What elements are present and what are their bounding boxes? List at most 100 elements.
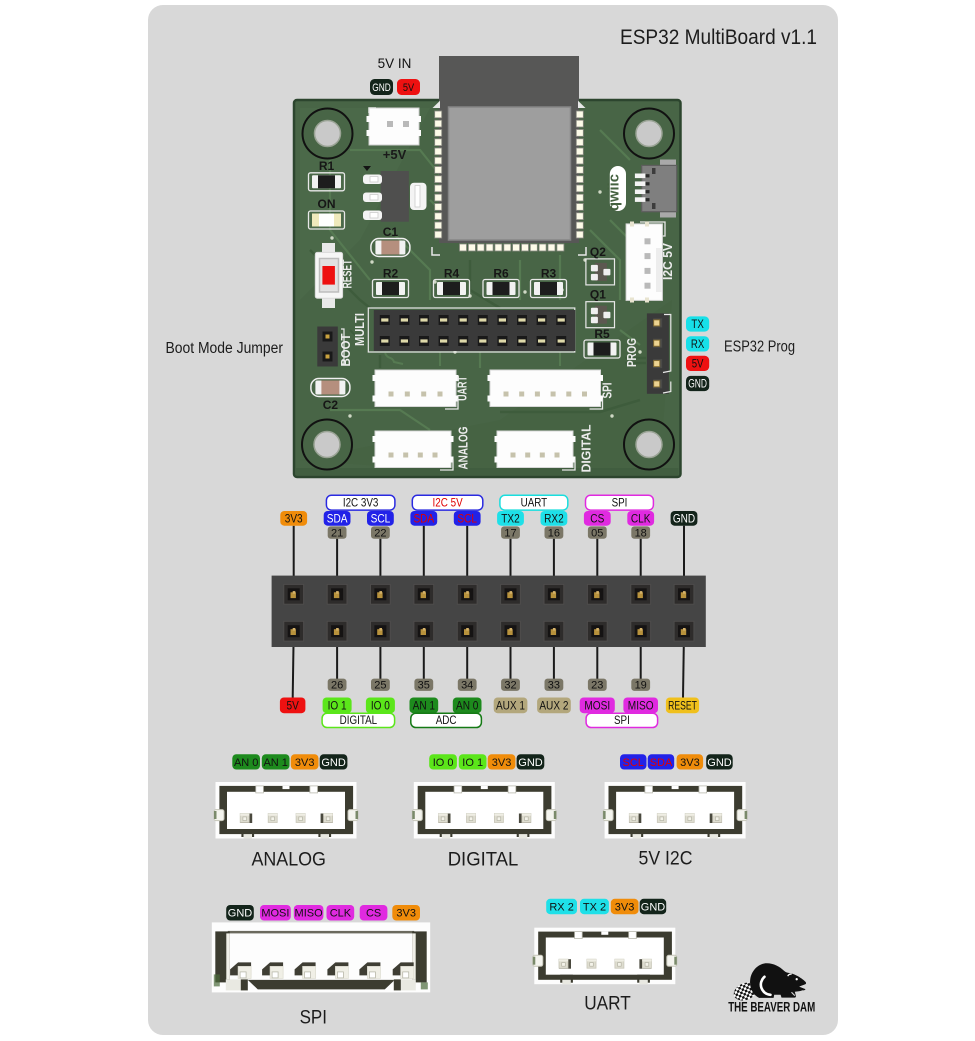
svg-text:RX 2: RX 2: [549, 902, 573, 914]
svg-text:IO 0: IO 0: [433, 757, 454, 769]
svg-text:GND: GND: [688, 379, 707, 391]
svg-text:CS: CS: [366, 908, 381, 920]
svg-text:UART: UART: [455, 376, 470, 401]
svg-text:GND: GND: [228, 908, 253, 920]
svg-text:RX: RX: [691, 339, 705, 351]
svg-text:05: 05: [591, 528, 603, 540]
svg-text:23: 23: [591, 680, 603, 692]
svg-text:I2C 5V: I2C 5V: [660, 243, 675, 280]
svg-text:AUX 1: AUX 1: [496, 699, 525, 713]
svg-text:5V: 5V: [692, 359, 704, 371]
svg-text:SDA: SDA: [413, 512, 434, 526]
svg-text:qwiic: qwiic: [606, 174, 622, 211]
svg-text:ANALOG: ANALOG: [456, 427, 471, 470]
svg-text:ANALOG: ANALOG: [251, 848, 326, 870]
svg-text:3V3: 3V3: [396, 908, 416, 920]
svg-text:R3: R3: [541, 267, 557, 281]
svg-text:3V3: 3V3: [615, 902, 635, 914]
svg-text:5V: 5V: [403, 82, 415, 94]
svg-text:IO 0: IO 0: [371, 699, 390, 713]
svg-text:25: 25: [374, 680, 386, 692]
svg-text:SDA: SDA: [327, 512, 348, 526]
svg-text:MULTI: MULTI: [352, 313, 367, 346]
svg-text:C1: C1: [383, 225, 399, 239]
svg-text:TX 2: TX 2: [583, 902, 606, 914]
svg-text:AN 1: AN 1: [413, 699, 436, 713]
svg-text:3V3: 3V3: [285, 512, 303, 526]
svg-text:17: 17: [504, 528, 516, 540]
svg-text:GND: GND: [321, 757, 346, 769]
svg-text:Q2: Q2: [590, 245, 606, 259]
svg-text:34: 34: [461, 680, 473, 692]
svg-text:I2C 5V: I2C 5V: [433, 496, 463, 510]
svg-text:SCL: SCL: [622, 757, 643, 769]
svg-text:SDA: SDA: [650, 757, 673, 769]
svg-text:26: 26: [331, 680, 343, 692]
svg-text:SPI: SPI: [614, 713, 630, 727]
svg-text:GND: GND: [518, 757, 543, 769]
svg-text:5V I2C: 5V I2C: [639, 848, 693, 870]
svg-text:BOOT: BOOT: [338, 333, 353, 366]
svg-text:AN 0: AN 0: [234, 757, 258, 769]
svg-text:R4: R4: [444, 267, 460, 281]
svg-text:GND: GND: [641, 902, 666, 914]
svg-text:TX2: TX2: [501, 512, 520, 526]
svg-text:MOSI: MOSI: [261, 908, 289, 920]
svg-text:MISO: MISO: [295, 908, 324, 920]
svg-text:C2: C2: [323, 398, 339, 412]
svg-text:PROG: PROG: [624, 338, 639, 367]
svg-text:UART: UART: [584, 993, 631, 1015]
svg-text:RX2: RX2: [544, 512, 564, 526]
svg-text:5V: 5V: [287, 699, 299, 713]
svg-text:AN 1: AN 1: [263, 757, 287, 769]
svg-text:5V IN: 5V IN: [378, 56, 412, 71]
svg-text:SPI: SPI: [600, 383, 615, 399]
svg-text:3V3: 3V3: [492, 757, 512, 769]
svg-text:R1: R1: [319, 159, 335, 173]
svg-text:IO 1: IO 1: [462, 757, 483, 769]
svg-text:GND: GND: [707, 757, 732, 769]
svg-text:35: 35: [418, 680, 430, 692]
svg-text:GND: GND: [372, 82, 391, 94]
svg-text:SCL: SCL: [457, 512, 477, 526]
svg-text:R2: R2: [383, 267, 399, 281]
svg-text:Boot Mode Jumper: Boot Mode Jumper: [166, 340, 284, 357]
svg-text:R6: R6: [493, 267, 509, 281]
svg-text:3V3: 3V3: [680, 757, 700, 769]
svg-text:18: 18: [635, 528, 647, 540]
svg-text:+5V: +5V: [383, 147, 407, 162]
svg-text:19: 19: [635, 680, 647, 692]
svg-text:IO 1: IO 1: [328, 699, 347, 713]
svg-text:CLK: CLK: [631, 512, 651, 526]
svg-text:DIGITAL: DIGITAL: [340, 713, 378, 727]
svg-text:Q1: Q1: [590, 288, 606, 302]
svg-text:MISO: MISO: [628, 699, 654, 713]
svg-text:MOSI: MOSI: [584, 699, 610, 713]
svg-text:16: 16: [548, 528, 560, 540]
svg-text:SPI: SPI: [612, 496, 628, 510]
svg-text:AUX 2: AUX 2: [539, 699, 568, 713]
svg-text:DIGITAL: DIGITAL: [579, 424, 594, 472]
svg-text:RESET: RESET: [668, 699, 697, 713]
svg-text:22: 22: [374, 528, 386, 540]
svg-text:3V3: 3V3: [295, 757, 315, 769]
svg-text:R5: R5: [594, 327, 610, 341]
svg-text:ESP32 MultiBoard v1.1: ESP32 MultiBoard v1.1: [620, 26, 817, 49]
svg-text:ESP32 Prog: ESP32 Prog: [724, 339, 795, 356]
svg-text:AN 0: AN 0: [456, 699, 479, 713]
svg-text:ADC: ADC: [436, 713, 457, 727]
svg-text:I2C 3V3: I2C 3V3: [343, 496, 379, 510]
svg-text:CS: CS: [590, 512, 604, 526]
svg-text:32: 32: [504, 680, 516, 692]
svg-text:UART: UART: [521, 496, 548, 510]
svg-text:THE BEAVER DAM: THE BEAVER DAM: [728, 1000, 815, 1015]
svg-text:RESET: RESET: [340, 259, 355, 288]
svg-text:GND: GND: [673, 512, 696, 526]
svg-text:SCL: SCL: [371, 512, 391, 526]
svg-text:CLK: CLK: [330, 908, 352, 920]
svg-text:DIGITAL: DIGITAL: [448, 848, 519, 870]
svg-text:SPI: SPI: [300, 1007, 327, 1029]
svg-text:TX: TX: [691, 319, 704, 331]
svg-text:33: 33: [548, 680, 560, 692]
svg-text:21: 21: [331, 528, 343, 540]
